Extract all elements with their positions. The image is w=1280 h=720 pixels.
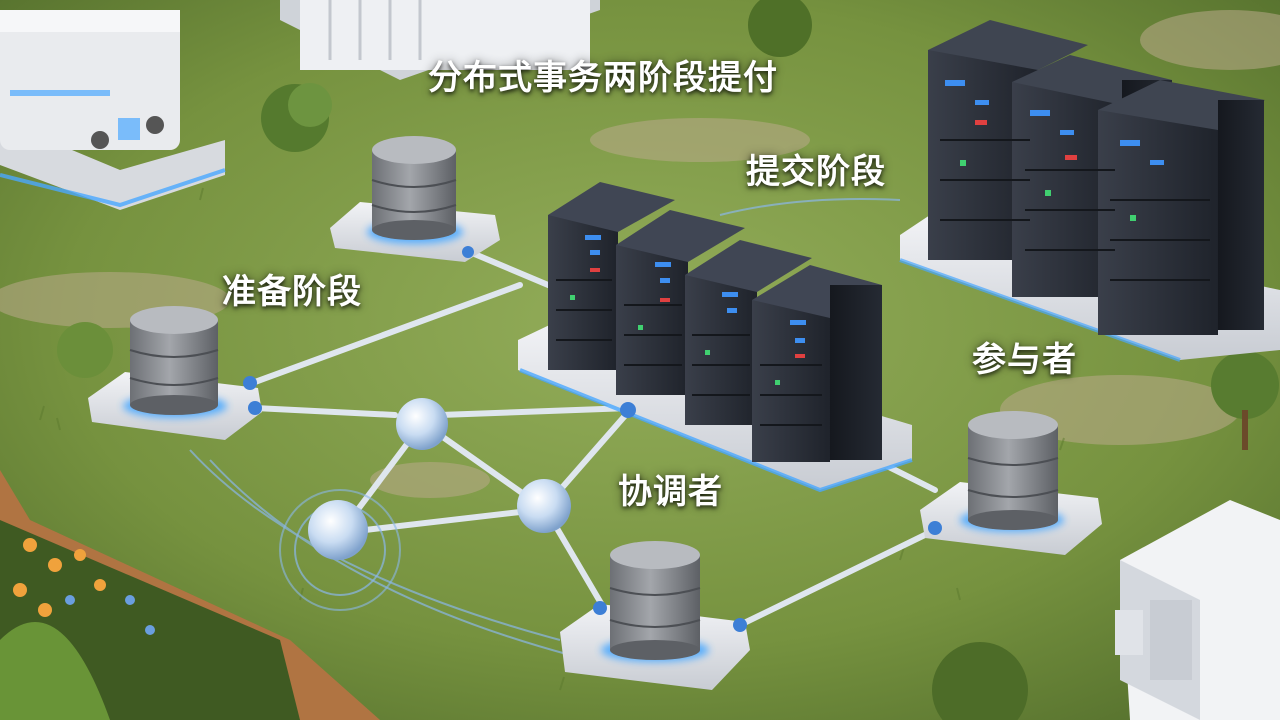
- edge-dbtop-coordinator: [462, 247, 563, 293]
- edge-hub1-coordinator: [437, 405, 633, 418]
- coordinator-rack-2: [616, 210, 745, 395]
- database-bottom: [560, 541, 750, 690]
- coordinator-rack-3: [685, 240, 812, 425]
- commit-phase-label: 提交阶段: [746, 152, 886, 192]
- coordinator-rack-4: [752, 265, 882, 462]
- coordinator-label: 协调者: [618, 472, 723, 512]
- edge-hub3-coordinator: [557, 407, 633, 493]
- trees: [57, 0, 1279, 720]
- building-bottom-right: [1115, 500, 1280, 720]
- edge-dbleft-hub1: [252, 405, 398, 418]
- edge-dbleft-coordinator: [252, 282, 523, 385]
- diagram-title: 分布式事务两阶段提付: [428, 58, 778, 98]
- edge-hub3-dbbottom: [552, 522, 608, 613]
- building-top-left: [0, 10, 226, 210]
- participant-cluster: [899, 20, 1280, 362]
- coordinator-rack-1: [548, 182, 675, 370]
- building-top-center: [280, 0, 600, 80]
- hub-node-1: [396, 398, 448, 450]
- hub-node-2: [308, 500, 368, 560]
- prepare-phase-label: 准备阶段: [222, 272, 362, 312]
- edge-hub2-hub3: [362, 509, 523, 533]
- database-top: [330, 136, 500, 262]
- edge-dbbottom-dbright: [737, 527, 938, 628]
- edge-hub1-hub2: [347, 437, 413, 523]
- database-left: [88, 306, 262, 440]
- hub-node-3: [517, 479, 571, 533]
- participant-label: 参与者: [972, 340, 1077, 380]
- edge-hub1-hub3: [437, 432, 528, 498]
- participant-rack-3: [1098, 80, 1265, 335]
- database-right: [920, 411, 1102, 555]
- network-nodes: [243, 246, 942, 632]
- connection-lines: [252, 247, 938, 628]
- flower-planter: [0, 470, 380, 720]
